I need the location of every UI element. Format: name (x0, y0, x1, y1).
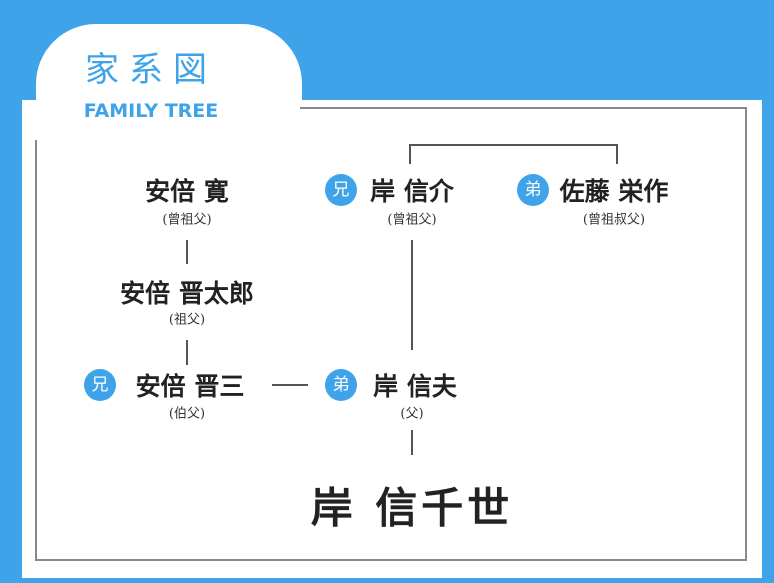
connector (186, 340, 188, 365)
person-name: 佐藤 栄作 (559, 177, 669, 206)
person-relation: (祖父) (168, 312, 206, 328)
person-relation: (曾祖父) (387, 212, 437, 228)
frame-right (745, 107, 747, 561)
subject-name: 岸 信千世 (310, 483, 514, 533)
connector (272, 384, 308, 386)
subtitle: FAMILY TREE (83, 100, 219, 122)
connector (411, 240, 413, 350)
person-name: 安倍 寛 (145, 177, 229, 206)
person-name: 安倍 晋太郎 (120, 279, 254, 308)
person-relation: (曾祖叔父) (582, 212, 646, 228)
sibling-bracket (616, 144, 618, 164)
frame-top (300, 107, 747, 109)
person-name: 岸 信介 (370, 177, 454, 206)
sibling-bracket (409, 144, 411, 164)
older-brother-badge: 兄 (84, 369, 116, 401)
sibling-bracket (409, 144, 618, 146)
title-tab (36, 24, 302, 124)
person-name: 岸 信夫 (373, 372, 457, 401)
connector (186, 240, 188, 264)
younger-brother-badge: 弟 (325, 369, 357, 401)
person-relation: (曾祖父) (162, 212, 212, 228)
frame-bottom (35, 559, 747, 561)
frame-left (35, 140, 37, 560)
person-name: 安倍 晋三 (135, 372, 245, 401)
connector (411, 430, 413, 455)
older-brother-badge: 兄 (325, 174, 357, 206)
person-relation: (父) (400, 406, 424, 422)
younger-brother-badge: 弟 (517, 174, 549, 206)
diagram-panel (22, 100, 762, 578)
person-relation: (伯父) (168, 406, 206, 422)
title: 家系図 (85, 50, 217, 90)
